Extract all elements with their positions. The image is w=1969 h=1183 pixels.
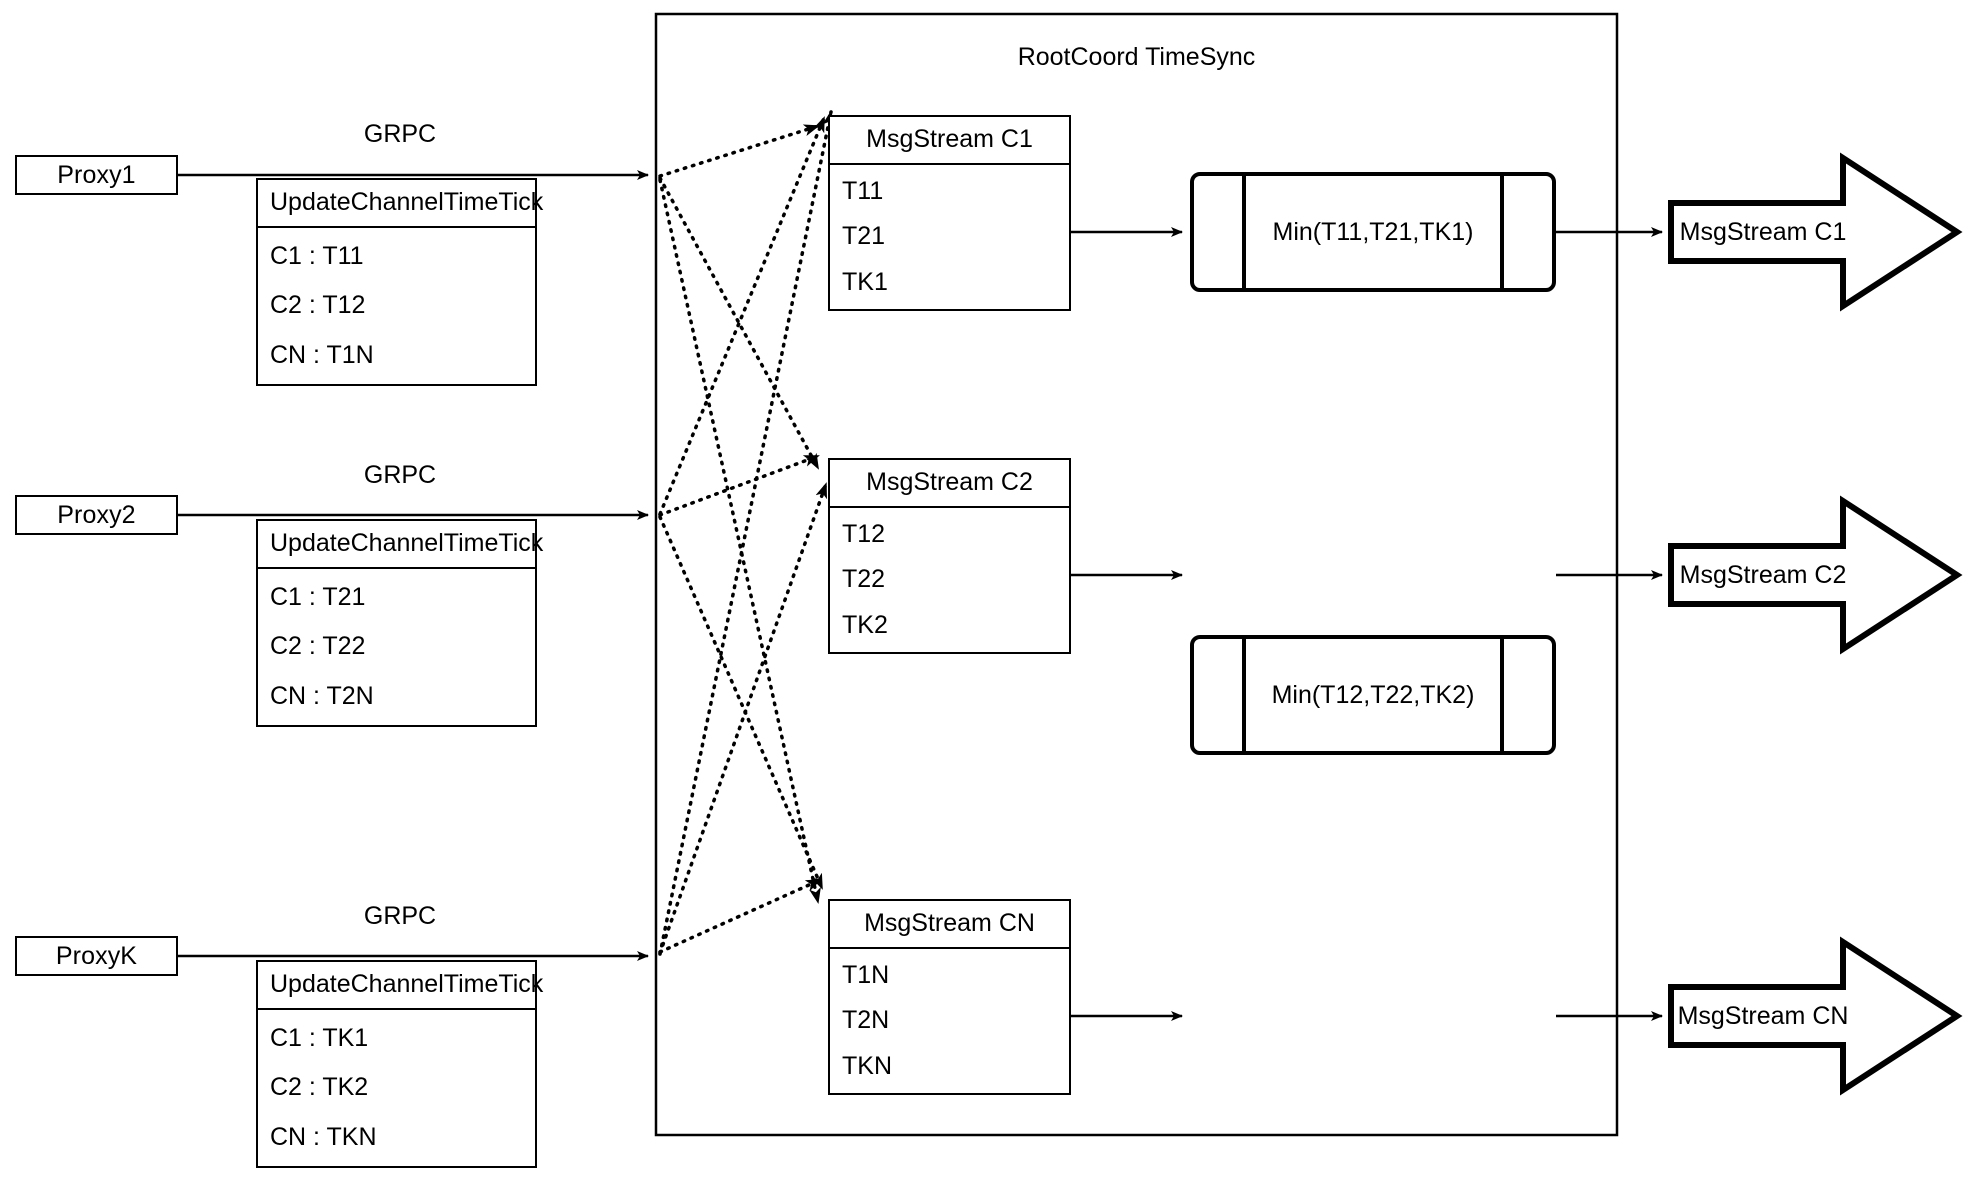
msgstream-row: T12	[842, 520, 886, 549]
timetick-box-body: C1 : TK1 C2 : TK2 CN : TKN	[258, 1010, 535, 1166]
timetick-fanout-edges	[658, 110, 835, 956]
msgstream-row: T11	[842, 177, 884, 206]
timetick-row: C2 : TK2	[270, 1073, 369, 1102]
timetick-row: C2 : T12	[270, 291, 366, 320]
timetick-box-1[interactable]: UpdateChannelTimeTick C1 : T11 C2 : T12 …	[256, 178, 543, 386]
grpc-label-2: GRPC	[363, 461, 437, 489]
timetick-row: C1 : TK1	[270, 1024, 369, 1053]
timetick-row: C2 : T22	[270, 632, 366, 661]
timetick-row: CN : T2N	[270, 681, 374, 710]
timetick-row: C1 : T11	[270, 242, 364, 271]
grpc-label-3: GRPC	[363, 902, 437, 930]
msgstream-row: TK2	[842, 610, 888, 639]
proxy-label: Proxy1	[57, 160, 136, 189]
proxy-box-1[interactable]: Proxy1	[15, 155, 178, 195]
timetick-row: CN : T1N	[270, 340, 374, 369]
proxy-box-2[interactable]: Proxy2	[15, 495, 178, 535]
msgstream-row: T22	[842, 565, 886, 594]
msgstream-row: TK1	[842, 267, 888, 296]
msgstream-box-title: MsgStream C2	[830, 460, 1069, 508]
msgstream-box-body: T1N T2N TKN	[830, 949, 1069, 1093]
msgstream-box-title: MsgStream C1	[830, 117, 1069, 165]
output-block-arrow-label: MsgStream C2	[1679, 561, 1847, 589]
proxy-box-3[interactable]: ProxyK	[15, 936, 178, 976]
output-block-arrow-2[interactable]: MsgStream C2	[1668, 495, 1963, 655]
timetick-row: C1 : T21	[270, 583, 366, 612]
msgstream-row: TKN	[842, 1051, 892, 1080]
msgstream-box-2[interactable]: MsgStream C2 T12 T22 TK2	[828, 458, 1071, 654]
process-divider-left	[1242, 635, 1246, 755]
min-process-2[interactable]: Min(T12,T22,TK2)	[1190, 635, 1556, 755]
timetick-box-3[interactable]: UpdateChannelTimeTick C1 : TK1 C2 : TK2 …	[256, 960, 543, 1168]
min-process-label: Min(T11,T21,TK1)	[1272, 217, 1474, 246]
output-block-arrow-label: MsgStream CN	[1677, 1002, 1849, 1030]
msgstream-row: T1N	[842, 961, 890, 990]
timetick-box-title: UpdateChannelTimeTick	[258, 521, 543, 569]
timetick-box-title: UpdateChannelTimeTick	[258, 962, 543, 1010]
timetick-box-title: UpdateChannelTimeTick	[258, 180, 543, 228]
timetick-box-body: C1 : T11 C2 : T12 CN : T1N	[258, 228, 535, 384]
min-process-1[interactable]: Min(T11,T21,TK1)	[1190, 172, 1556, 292]
msgstream-box-3[interactable]: MsgStream CN T1N T2N TKN	[828, 899, 1071, 1095]
timetick-box-2[interactable]: UpdateChannelTimeTick C1 : T21 C2 : T22 …	[256, 519, 543, 727]
msgstream-box-body: T11 T21 TK1	[830, 165, 1069, 309]
msgstream-row: T21	[842, 222, 886, 251]
timetick-box-body: C1 : T21 C2 : T22 CN : T2N	[258, 569, 535, 725]
output-block-arrow-label: MsgStream C1	[1679, 218, 1847, 246]
output-block-arrow-1[interactable]: MsgStream C1	[1668, 152, 1963, 312]
msgstream-box-body: T12 T22 TK2	[830, 508, 1069, 652]
process-divider-right	[1500, 635, 1504, 755]
timetick-row: CN : TKN	[270, 1122, 377, 1151]
process-divider-right	[1500, 172, 1504, 292]
process-divider-left	[1242, 172, 1246, 292]
proxy-label: ProxyK	[55, 941, 138, 970]
msgstream-row: T2N	[842, 1006, 890, 1035]
min-to-output-edges	[1556, 227, 1663, 1021]
rootcoord-container-title: RootCoord TimeSync	[1017, 43, 1256, 71]
msgstream-to-min-edges	[1070, 227, 1183, 1021]
proxy-label: Proxy2	[57, 500, 136, 529]
msgstream-box-title: MsgStream CN	[830, 901, 1069, 949]
grpc-label-1: GRPC	[363, 120, 437, 148]
msgstream-box-1[interactable]: MsgStream C1 T11 T21 TK1	[828, 115, 1071, 311]
output-block-arrow-3[interactable]: MsgStream CN	[1668, 936, 1963, 1096]
min-process-label: Min(T12,T22,TK2)	[1271, 680, 1475, 709]
